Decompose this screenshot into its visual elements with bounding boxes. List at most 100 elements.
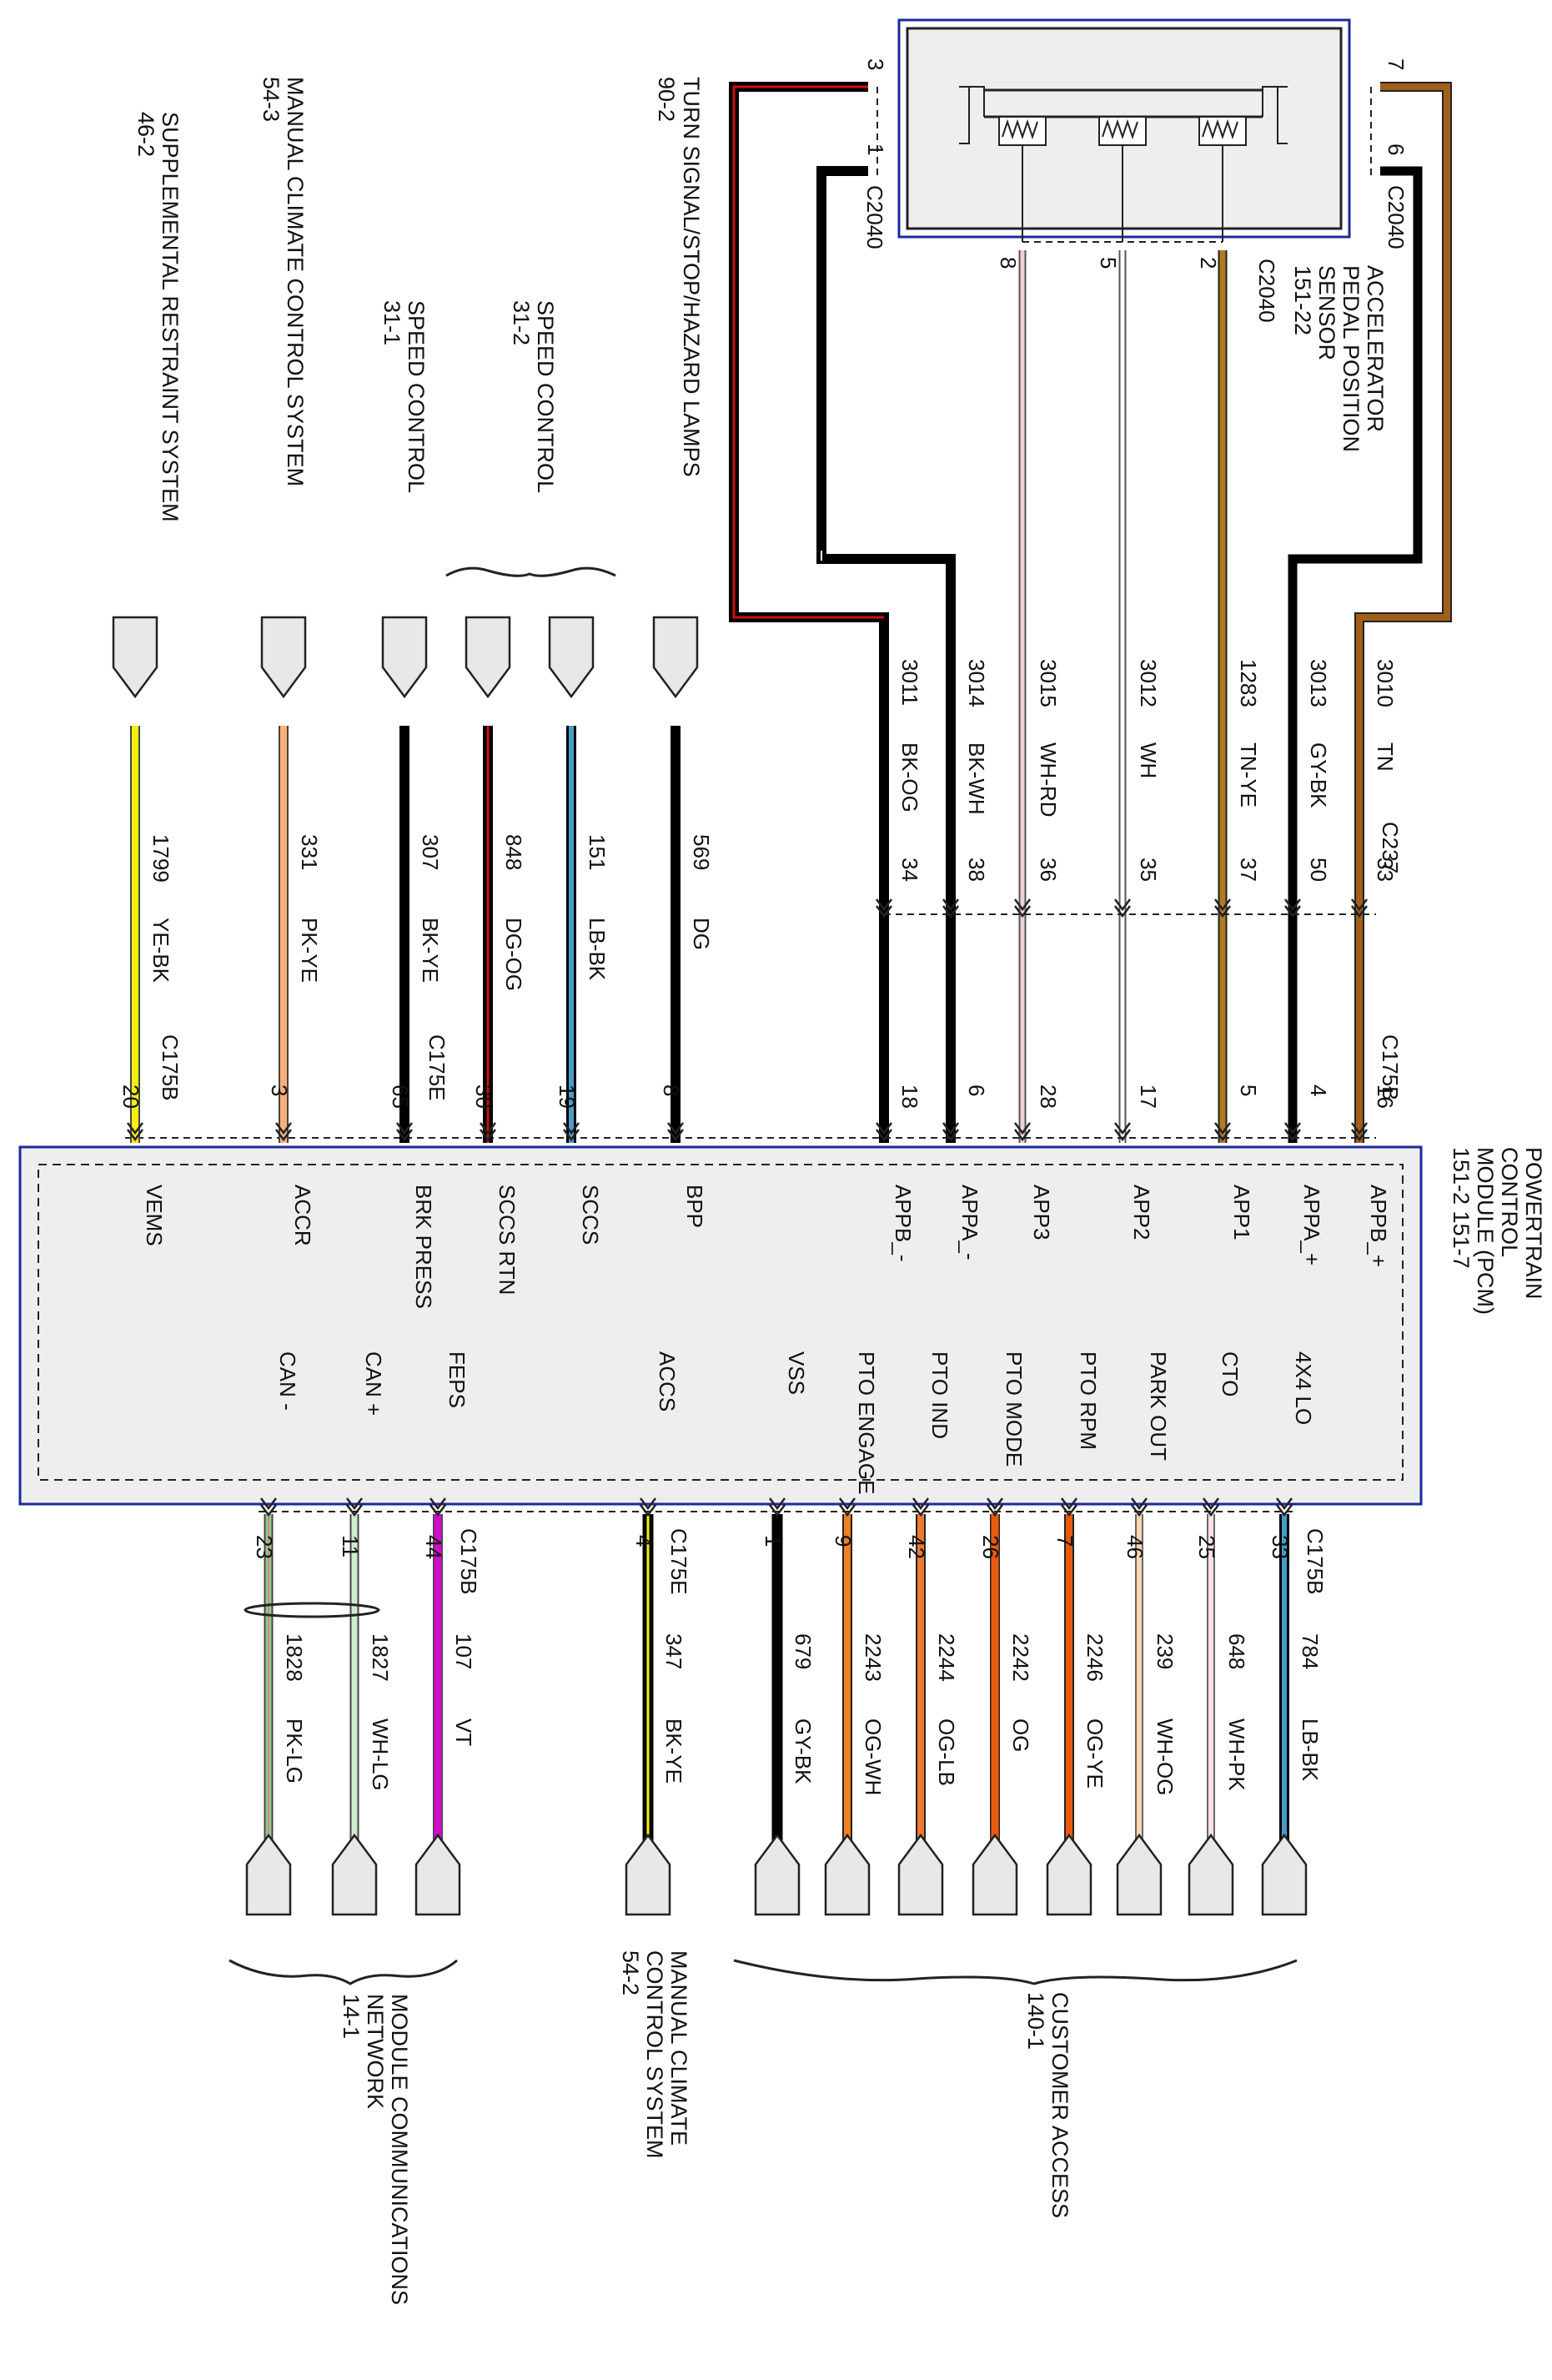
app-connector-shape	[260, 616, 307, 699]
end-connectors	[112, 616, 1308, 1916]
bottom-arrow	[839, 1497, 856, 1517]
pcm-inner-dash	[38, 1164, 1404, 1481]
wire-color-label: TN-YE	[1236, 742, 1261, 808]
app-connector-shape	[1261, 1833, 1308, 1916]
sensor-ref: 151-22	[1290, 265, 1315, 335]
app-connector-shape	[897, 1833, 944, 1916]
wire-color-label: VT	[451, 1718, 476, 1746]
c175-pin-label: 4	[1306, 1084, 1331, 1096]
bottom-arrow	[1276, 1497, 1293, 1517]
pcm-pin-label: APPA_-	[957, 1185, 982, 1260]
pcm-connector-pin: 25	[1194, 1535, 1219, 1559]
pcm-pin-label: CAN -	[275, 1351, 300, 1411]
bottom-arrow	[640, 1497, 656, 1517]
c175-arrow	[1214, 1122, 1231, 1142]
wire-color-label: BK-YE	[661, 1718, 686, 1784]
speed-control-2-ref: 31-2	[509, 300, 534, 345]
c237-pin-label: 38	[964, 858, 989, 882]
customer-access-label: CUSTOMER ACCESS	[1047, 1992, 1072, 2218]
wire-circuit-label: 569	[689, 834, 714, 870]
wire-color-label: YE-BK	[148, 918, 173, 984]
wire-color-label: DG	[689, 918, 714, 950]
wire-circuit-label: 239	[1153, 1633, 1178, 1669]
speed-control-1-label: SPEED CONTROL	[404, 300, 429, 493]
wire-circuit-label: 331	[297, 834, 322, 870]
wire-circuit-label: 3011	[897, 659, 922, 706]
pcm-pin-label: APP3	[1029, 1185, 1054, 1240]
pcm-pin-label: CAN +	[361, 1351, 386, 1416]
app-connector-shape	[245, 1833, 292, 1916]
app-connector-shape	[1116, 1833, 1163, 1916]
c175e-mid-label: C175E	[424, 1034, 450, 1101]
turn-signal-label: TURN SIGNAL/STOP/HAZARD LAMPS	[679, 77, 704, 477]
pcm-connector-pin: 30	[471, 1084, 496, 1109]
wire-circuit-label: 347	[661, 1633, 686, 1669]
pcm-pin-label: VEMS	[142, 1185, 167, 1246]
c237-arrow	[942, 898, 959, 918]
resistor-1	[998, 116, 1047, 146]
pcm-pin-label: BRK PRESS	[411, 1185, 436, 1309]
climate-top-ref: 54-3	[259, 77, 284, 122]
bottom-arrow	[1131, 1497, 1148, 1517]
wire-circuit-label: 648	[1224, 1633, 1249, 1669]
pcm-pin-label: APPB_-	[891, 1185, 916, 1262]
c237-arrow	[1214, 898, 1231, 918]
pcm-connector-pin: 44	[421, 1535, 446, 1559]
c2040-left: C2040	[862, 185, 887, 249]
wire-circuit-label: 151	[585, 834, 610, 870]
pcm-pin-label: APP1	[1229, 1185, 1254, 1240]
pcm-pin-label: APPB_+	[1366, 1185, 1391, 1267]
app-connector-shape	[625, 1833, 671, 1916]
mcn-brace	[229, 1959, 458, 1985]
bottom-arrow	[346, 1497, 363, 1517]
c2040-bottom: C2040	[1254, 259, 1279, 323]
wire-color-label: WH-RD	[1036, 742, 1061, 818]
c175-pin-label: 5	[1236, 1084, 1261, 1096]
pcm-pin-label: 4X4 LO	[1291, 1351, 1316, 1425]
mcn-ref: 14-1	[339, 1994, 364, 2039]
wire-3013	[1288, 166, 1423, 1143]
pcm-connector-pin: 4	[631, 1535, 656, 1547]
bottom-arrow	[1203, 1497, 1219, 1517]
twisted-pair-marker	[244, 1602, 380, 1618]
resistor-3	[1198, 116, 1247, 146]
bottom-arrow	[912, 1497, 929, 1517]
c175-arrow	[876, 1122, 892, 1142]
wire-color-label: TN	[1373, 742, 1398, 772]
bottom-arrow	[429, 1497, 446, 1517]
c175b-bottom-label: C175B	[1303, 1528, 1328, 1595]
pcm-pin-label: PTO ENGAGE	[854, 1351, 879, 1494]
c175b-mid-label: C175B	[158, 1034, 183, 1101]
wire-circuit-label: 2242	[1008, 1633, 1033, 1682]
sensor-pin-3: 3	[863, 58, 888, 70]
pcm-connector-pin: 42	[904, 1535, 929, 1559]
pcm-pin-label: APP2	[1129, 1185, 1154, 1240]
app-connector-shape	[414, 1833, 461, 1916]
pcm-pin-label: VSS	[784, 1351, 809, 1395]
speed-control-brace	[445, 566, 616, 577]
sensor-label-1: ACCELERATOR	[1363, 265, 1388, 432]
bottom-wires	[244, 1514, 1289, 1844]
pcm-title-2: CONTROL	[1497, 1147, 1522, 1257]
c237-label: C237	[1378, 822, 1403, 873]
pcm-connector-pin: 9	[831, 1535, 856, 1547]
c175-pin-label: 6	[964, 1084, 989, 1096]
sensor-pin-5: 5	[1096, 257, 1121, 269]
mid-wires	[130, 726, 681, 1143]
app-connector-shape	[754, 1833, 801, 1916]
pcm-title-4: 151-2 151-7	[1449, 1147, 1474, 1269]
pcm-connector-pin: 19	[555, 1084, 580, 1109]
pcm-pin-label: APPA_+	[1299, 1185, 1324, 1265]
c237-arrow	[876, 898, 892, 918]
pcm-pin-label: PTO RPM	[1076, 1351, 1101, 1450]
pcm-module	[18, 1145, 1423, 1506]
mcn-label-2: NETWORK	[363, 1994, 388, 2109]
c237-pin-label: 36	[1036, 858, 1061, 882]
wire-color-label: OG-YE	[1082, 1718, 1107, 1789]
wire-color-label: LB-BK	[585, 918, 610, 981]
wire-circuit-label: 3015	[1036, 659, 1061, 707]
wire-circuit-label: 2244	[934, 1633, 959, 1682]
pcm-connector-pin: 3	[267, 1084, 292, 1096]
wire-circuit-label: 1283	[1236, 659, 1261, 707]
